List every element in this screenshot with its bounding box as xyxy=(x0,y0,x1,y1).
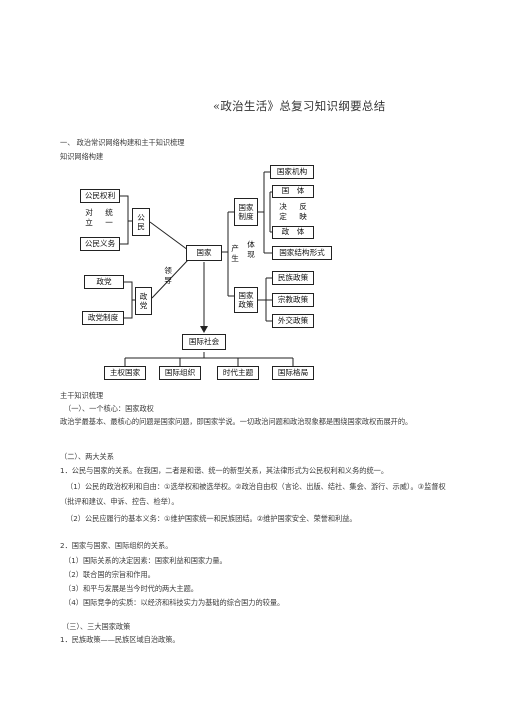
section-subheading: 知识网络构建 xyxy=(60,152,104,161)
label-opposition: 对立 xyxy=(85,208,93,227)
box-party-system: 政党制度 xyxy=(82,311,124,325)
box-citizen-rights: 公民权利 xyxy=(80,189,120,203)
main-knowledge-title: 主干知识梳理 xyxy=(60,391,104,400)
section-policy-heading: （三）、三大国家政策 xyxy=(62,622,131,631)
policy-p1: 1．民族政策——民族区域自治政策。 xyxy=(60,635,180,644)
relations-p1: 1．公民与国家的关系。在我国，二者是和谐、统一的新型关系，其法律形式为公民权利和… xyxy=(60,466,389,475)
label-reflect: 反映 xyxy=(299,202,307,221)
box-state-organ: 国家机构 xyxy=(270,165,314,179)
box-era-theme: 时代主题 xyxy=(217,366,259,380)
box-citizen: 公民 xyxy=(132,208,150,236)
box-intl-society: 国际社会 xyxy=(182,334,226,350)
section-core-body: 政治学最基本、最核心的问题是国家问题，即国家学说。一切政治问题和政治现象都是围绕… xyxy=(60,417,413,426)
box-ethnic-policy: 民族政策 xyxy=(272,271,314,285)
label-embody: 体现 xyxy=(247,240,255,259)
label-produce: 产生 xyxy=(231,244,239,263)
relations-p2: 2．国家与国家、国际组织的关系。 xyxy=(60,541,173,550)
box-intl-pattern: 国际格局 xyxy=(272,366,314,380)
relations-p2b: （2）联合国的宗旨和作用。 xyxy=(64,570,155,579)
box-polity-nature: 国 体 xyxy=(272,185,314,198)
box-party: 政党 xyxy=(84,275,124,289)
box-structure-form: 国家结构形式 xyxy=(272,246,332,260)
box-state-policy: 国家政策 xyxy=(234,287,258,313)
box-state: 国家 xyxy=(186,245,222,261)
relations-p2d: （4）国际竞争的实质：以经济和科技实力为基础的综合国力的较量。 xyxy=(64,598,285,607)
box-citizen-duties: 公民义务 xyxy=(80,237,120,251)
box-politics-party: 政党 xyxy=(135,287,152,315)
box-regime: 政 体 xyxy=(272,226,314,239)
box-intl-org: 国际组织 xyxy=(159,366,201,380)
page-title: «政治生活》总复习知识纲要总结 xyxy=(213,99,386,113)
label-unity: 统一 xyxy=(105,208,113,227)
label-lead: 领导 xyxy=(164,266,172,285)
box-sovereign-state: 主权国家 xyxy=(104,366,146,380)
relations-p2c: （3）和平与发展是当今时代的两大主题。 xyxy=(64,584,198,593)
relations-p1b: （2）公民应履行的基本义务：①维护国家统一和民族团结。②维护国家安全、荣誉和利益… xyxy=(66,514,357,523)
relations-p2a: （1）国际关系的决定因素：国家利益和国家力量。 xyxy=(64,556,227,565)
label-decide: 决定 xyxy=(279,202,287,221)
section-relations-heading: （二）、两大关系 xyxy=(60,452,114,461)
box-foreign-policy: 外交政策 xyxy=(272,314,314,328)
knowledge-network-diagram xyxy=(120,171,294,366)
box-religious-policy: 宗教政策 xyxy=(272,293,314,307)
section-core-heading: （一）、一个核心：国家政权 xyxy=(64,404,154,413)
relations-p1a: （1）公民的政治权利和自由：①选举权和被选举权。②政治自由权（言论、出版、结社、… xyxy=(60,482,446,506)
box-state-system: 国家制度 xyxy=(234,198,258,226)
section-heading: 一、 政治常识网络构建和主干知识梳理 xyxy=(60,138,185,147)
